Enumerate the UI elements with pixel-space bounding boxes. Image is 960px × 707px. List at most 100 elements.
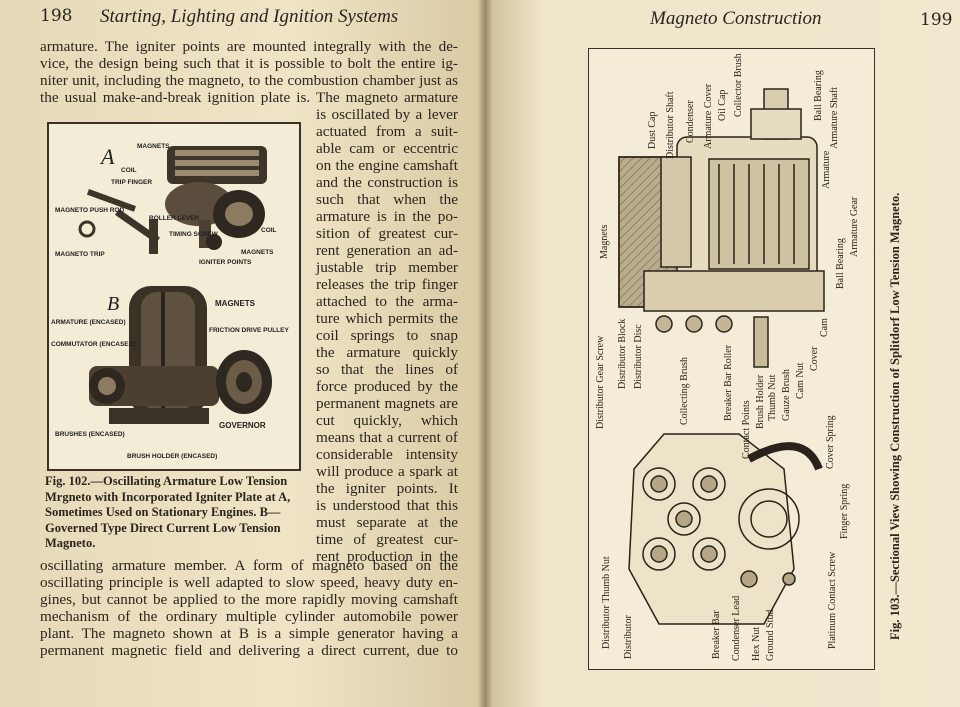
part-b-drawing [89,286,272,424]
text-line: oscillating armature member. A form of m… [40,557,458,574]
text-line: niter unit, including the magneto, to th… [40,72,458,89]
label-a-magnets-2: MAGNETS [241,249,274,256]
left-page-number: 198 [40,6,73,26]
label-cover: Cover [809,346,820,371]
text-line: so that the lines of [316,361,458,378]
book-gutter [478,0,492,707]
figure-102: A MAGNETS COIL TRIP FINGER MAGNETO PUSH … [47,122,301,471]
label-magnets: Magnets [599,224,610,259]
text-line: on the engine camshaft [316,157,458,174]
label-brush-holder: Brush Holder [755,374,766,429]
text-line: releases the trip finger [316,276,458,293]
text-line: cut quickly, which [316,412,458,429]
right-page-number: 199 [920,10,953,30]
text-line: rent production in the [316,548,458,565]
text-line: justable trip member [316,259,458,276]
label-a-trip-finger: TRIP FINGER [111,179,152,186]
text-line: able cam or eccentric [316,140,458,157]
label-armature: Armature [821,150,832,189]
label-a-coil-2: COIL [261,227,277,234]
label-breaker-bar-roller: Breaker Bar Roller [723,344,734,421]
left-side-column: is oscillated by a lever actuated from a… [316,106,458,565]
text-line: is understood that this [316,497,458,514]
label-thumb-nut: Thumb Nut [767,374,778,421]
label-b-armature: ARMATURE (ENCASED) [51,319,126,326]
figure-103: Magnets Dust Cap Distributor Shaft Conde… [588,48,875,670]
text-line: ture which permits the [316,310,458,327]
text-line: the armature quickly [316,344,458,361]
text-line: permanent magnets are [316,395,458,412]
label-distributor-shaft: Distributor Shaft [665,91,676,159]
left-bottom-paragraph: oscillating armature member. A form of m… [40,557,458,659]
label-armature-shaft: Armature Shaft [829,87,840,149]
label-collecting-brush: Collecting Brush [679,357,690,425]
text-line: must separate at the [316,514,458,531]
text-line: attached to the arma- [316,293,458,310]
text-line: vice, the design being such that it is p… [40,55,458,72]
text-line: armature. The igniter points are mounted… [40,38,458,55]
label-cam: Cam [819,318,830,337]
text-line: time of greatest cur- [316,531,458,548]
label-a-igniter-points: IGNITER POINTS [199,259,252,266]
label-platinum-contact-screw: Platinum Contact Screw [827,551,838,649]
label-distributor-thumb-nut: Distributor Thumb Nut [601,556,612,649]
label-ball-bearing-top: Ball Bearing [813,70,824,121]
magneto-sectional-drawing [618,88,825,625]
text-line: coil springs to snap [316,327,458,344]
label-b-friction-drive: FRICTION DRIVE PULLEY [209,327,289,334]
label-breaker-bar: Breaker Bar [711,610,722,659]
figure-103-caption: Fig. 103.—Sectional View Showing Constru… [888,192,902,640]
text-line: the usual make-and-break ignition plate … [40,89,458,106]
left-top-paragraph: armature. The igniter points are mounted… [40,38,458,106]
label-armature-cover: Armature Cover [703,83,714,149]
text-line: sition of greatest cur- [316,225,458,242]
label-b-commutator: COMMUTATOR (ENCASED) [51,341,136,348]
text-line: and the construction is [316,174,458,191]
text-line: actuated from a suit- [316,123,458,140]
label-distributor-disc: Distributor Disc [633,324,644,389]
label-a-coil: COIL [121,167,137,174]
label-b-brushes: BRUSHES (ENCASED) [55,431,125,438]
label-distributor: Distributor [623,614,634,659]
label-distributor-gear-screw: Distributor Gear Screw [595,335,606,429]
label-condenser-lead: Condenser Lead [731,596,742,661]
text-line: armature is in the po- [316,208,458,225]
label-a-push-rod: MAGNETO PUSH ROD [55,207,125,214]
label-b-governor: GOVERNOR [219,421,266,430]
label-gauze-brush: Gauze Brush [781,369,792,421]
right-running-head: Magneto Construction [650,8,822,29]
label-b-brush-holder: BRUSH HOLDER (ENCASED) [127,453,217,460]
label-dust-cap: Dust Cap [647,112,658,150]
label-ground-stud: Ground Stud [765,610,776,661]
label-hex-nut: Hex Nut [751,627,762,661]
figure-103-caption-wrapper: Fig. 103.—Sectional View Showing Constru… [888,80,908,640]
left-running-head: Starting, Lighting and Ignition Systems [100,6,399,27]
label-finger-spring: Finger Spring [839,484,850,539]
part-a-letter: A [99,144,115,169]
label-armature-gear: Armature Gear [849,196,860,257]
text-line: oscillating principle is well adapted to… [40,574,458,591]
label-condenser: Condenser [685,100,696,143]
text-line: will produce a spark at [316,463,458,480]
label-a-timing-screw: TIMING SCREW [169,231,219,238]
text-line: mechanism of the ordinary multiple cylin… [40,608,458,625]
figure-102-caption: Fig. 102.—Oscillating Armature Low Tensi… [45,474,291,550]
label-a-magnets: MAGNETS [137,143,170,150]
part-b-letter: B [107,293,119,315]
label-collector-brush: Collector Brush [733,53,744,117]
label-distributor-block: Distributor Block [617,319,628,389]
label-ball-bearing: Ball Bearing [835,238,846,289]
label-cam-nut: Cam Nut [795,362,806,399]
text-line: means that a current of [316,429,458,446]
label-a-magneto-trip: MAGNETO TRIP [55,251,105,258]
text-line: force produced by the [316,378,458,395]
label-oil-cap: Oil Cap [717,90,728,121]
text-line: gines, but cannot be applied to the more… [40,591,458,608]
text-line: rent generation an ad- [316,242,458,259]
label-b-magnets: MAGNETS [215,299,256,308]
text-line: is oscillated by a lever [316,106,458,123]
text-line: considerable intensity [316,446,458,463]
part-a-drawing [78,146,267,254]
figure-103-illustration: Magnets Dust Cap Distributor Shaft Conde… [595,53,860,661]
